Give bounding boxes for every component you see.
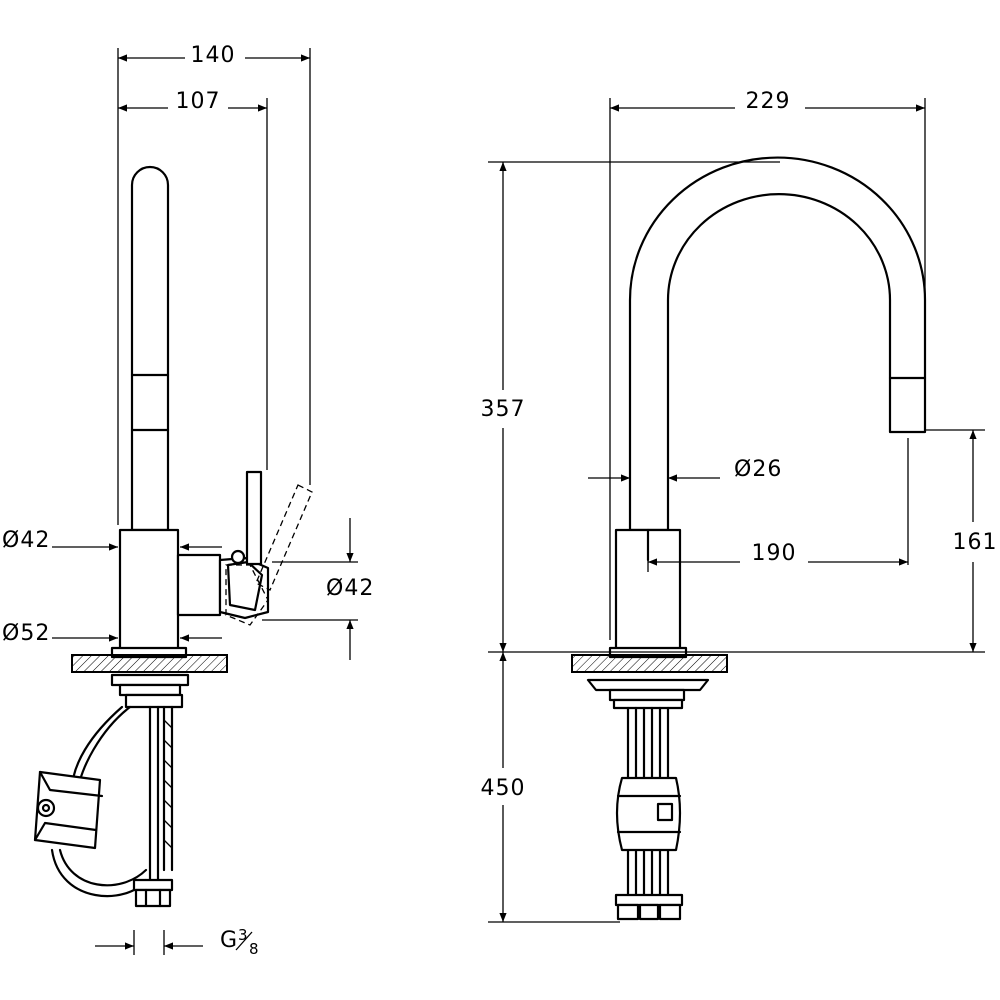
front-connector-nuts: [614, 893, 684, 907]
side-connector-nut: [132, 878, 174, 892]
dim-handle-diameter: Ø42: [326, 576, 374, 601]
dim-thread-denominator: 8: [249, 940, 259, 958]
side-lever-open-position: [255, 484, 313, 591]
front-view: 229 357 Ø26 190 161 450: [481, 89, 998, 923]
dim-229: 229: [746, 89, 791, 114]
dim-190: 190: [752, 541, 797, 566]
dim-base-diameter: Ø52: [2, 621, 50, 646]
dim-357: 357: [481, 397, 526, 422]
dim-spout-diameter: Ø26: [734, 457, 782, 482]
dim-107: 107: [176, 89, 221, 114]
side-handle-lever: [245, 470, 263, 566]
side-handle-neck: [176, 553, 222, 617]
dim-161: 161: [953, 530, 998, 555]
side-countertop: [71, 654, 228, 673]
side-view: 140 107 Ø42 Ø42 Ø52 G 3 8: [2, 43, 374, 958]
dim-450: 450: [481, 776, 526, 801]
dim-thread-numerator: 3: [238, 926, 248, 944]
front-countertop: [571, 654, 728, 673]
side-spout: [130, 165, 170, 532]
dim-140: 140: [191, 43, 236, 68]
dim-thread: G: [220, 928, 238, 953]
side-body: [118, 528, 180, 652]
dim-body-diameter: Ø42: [2, 528, 50, 553]
